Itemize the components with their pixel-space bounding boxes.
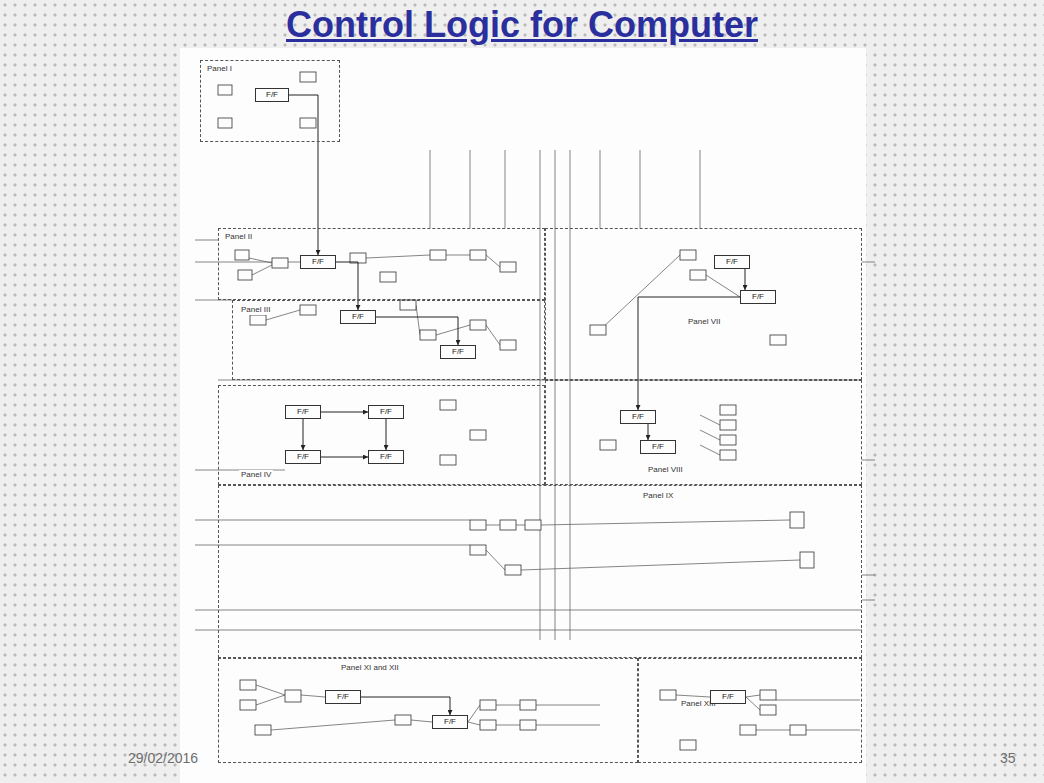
- flip-flop-box: F/F: [285, 450, 321, 464]
- signal-connector: [376, 317, 458, 345]
- flip-flop-box: F/F: [300, 255, 336, 269]
- flip-flop-label: F/F: [337, 692, 349, 702]
- flip-flop-box: F/F: [440, 345, 476, 359]
- flip-flop-label: F/F: [726, 257, 738, 267]
- signal-connector: [321, 412, 368, 413]
- signal-connector: [386, 419, 387, 450]
- panel-name: Panel IV: [239, 470, 273, 480]
- flip-flop-label: F/F: [266, 90, 278, 100]
- signal-connector: [303, 419, 304, 450]
- flip-flop-box: F/F: [640, 440, 676, 454]
- signal-connector: [361, 697, 450, 715]
- flip-flop-box: F/F: [340, 310, 376, 324]
- slide-date: 29/02/2016: [128, 750, 198, 766]
- panel-region: Panel IX: [218, 485, 862, 658]
- flip-flop-label: F/F: [452, 347, 464, 357]
- flip-flop-label: F/F: [380, 407, 392, 417]
- panel-name: Panel VIII: [646, 465, 685, 475]
- panel-region: Panel VIII F/F F/F: [545, 380, 862, 485]
- panel-region: Panel XI and XII F/F F/F: [218, 658, 638, 763]
- flip-flop-box: F/F: [740, 290, 776, 304]
- panel-region: Panel IV F/F F/F F/F F/F: [218, 385, 545, 485]
- panel-region: Panel XIIIF/F: [638, 658, 862, 763]
- flip-flop-label: F/F: [312, 257, 324, 267]
- flip-flop-box: F/F: [285, 405, 321, 419]
- flip-flop-label: F/F: [722, 692, 734, 702]
- flip-flop-box: F/F: [368, 450, 404, 464]
- flip-flop-label: F/F: [297, 407, 309, 417]
- panel-name: Panel I: [205, 64, 234, 74]
- wire-set: [195, 150, 875, 730]
- flip-flop-box: F/F: [255, 88, 289, 102]
- gate-symbols: [218, 72, 814, 750]
- flip-flop-box: F/F: [432, 715, 468, 729]
- signal-connector: [336, 262, 358, 310]
- flip-flop-label: F/F: [297, 452, 309, 462]
- signal-connector: [745, 269, 746, 290]
- schematic-sheet: [180, 48, 866, 783]
- slide-title: Control Logic for Computer: [0, 4, 1044, 46]
- signal-connector: [638, 297, 740, 410]
- panel-name: Panel IX: [641, 491, 675, 501]
- panel-region: Panel I F/F: [200, 60, 340, 142]
- signal-connector: [289, 95, 318, 255]
- flip-flop-box: F/F: [368, 405, 404, 419]
- slide-number: 35: [1000, 750, 1016, 766]
- flip-flop-box: F/F: [714, 255, 750, 269]
- flip-flop-label: F/F: [632, 412, 644, 422]
- panel-region: Panel III F/F F/F: [232, 300, 545, 380]
- panel-name: Panel III: [239, 305, 272, 315]
- flip-flop-box: F/F: [710, 690, 746, 704]
- signal-connector: [321, 457, 368, 458]
- flip-flop-label: F/F: [652, 442, 664, 452]
- flip-flop-label: F/F: [352, 312, 364, 322]
- panel-name: Panel II: [223, 232, 254, 242]
- panel-name: Panel XI and XII: [339, 663, 401, 673]
- flip-flop-box: F/F: [620, 410, 656, 424]
- flip-flop-label: F/F: [752, 292, 764, 302]
- flip-flop-label: F/F: [380, 452, 392, 462]
- panel-region: Panel II F/F: [218, 228, 545, 300]
- flip-flop-label: F/F: [444, 717, 456, 727]
- panel-name: Panel VII: [686, 317, 722, 327]
- signal-connector: [648, 424, 649, 440]
- panel-region: Panel VII F/F F/F: [545, 228, 862, 380]
- flip-flop-box: F/F: [325, 690, 361, 704]
